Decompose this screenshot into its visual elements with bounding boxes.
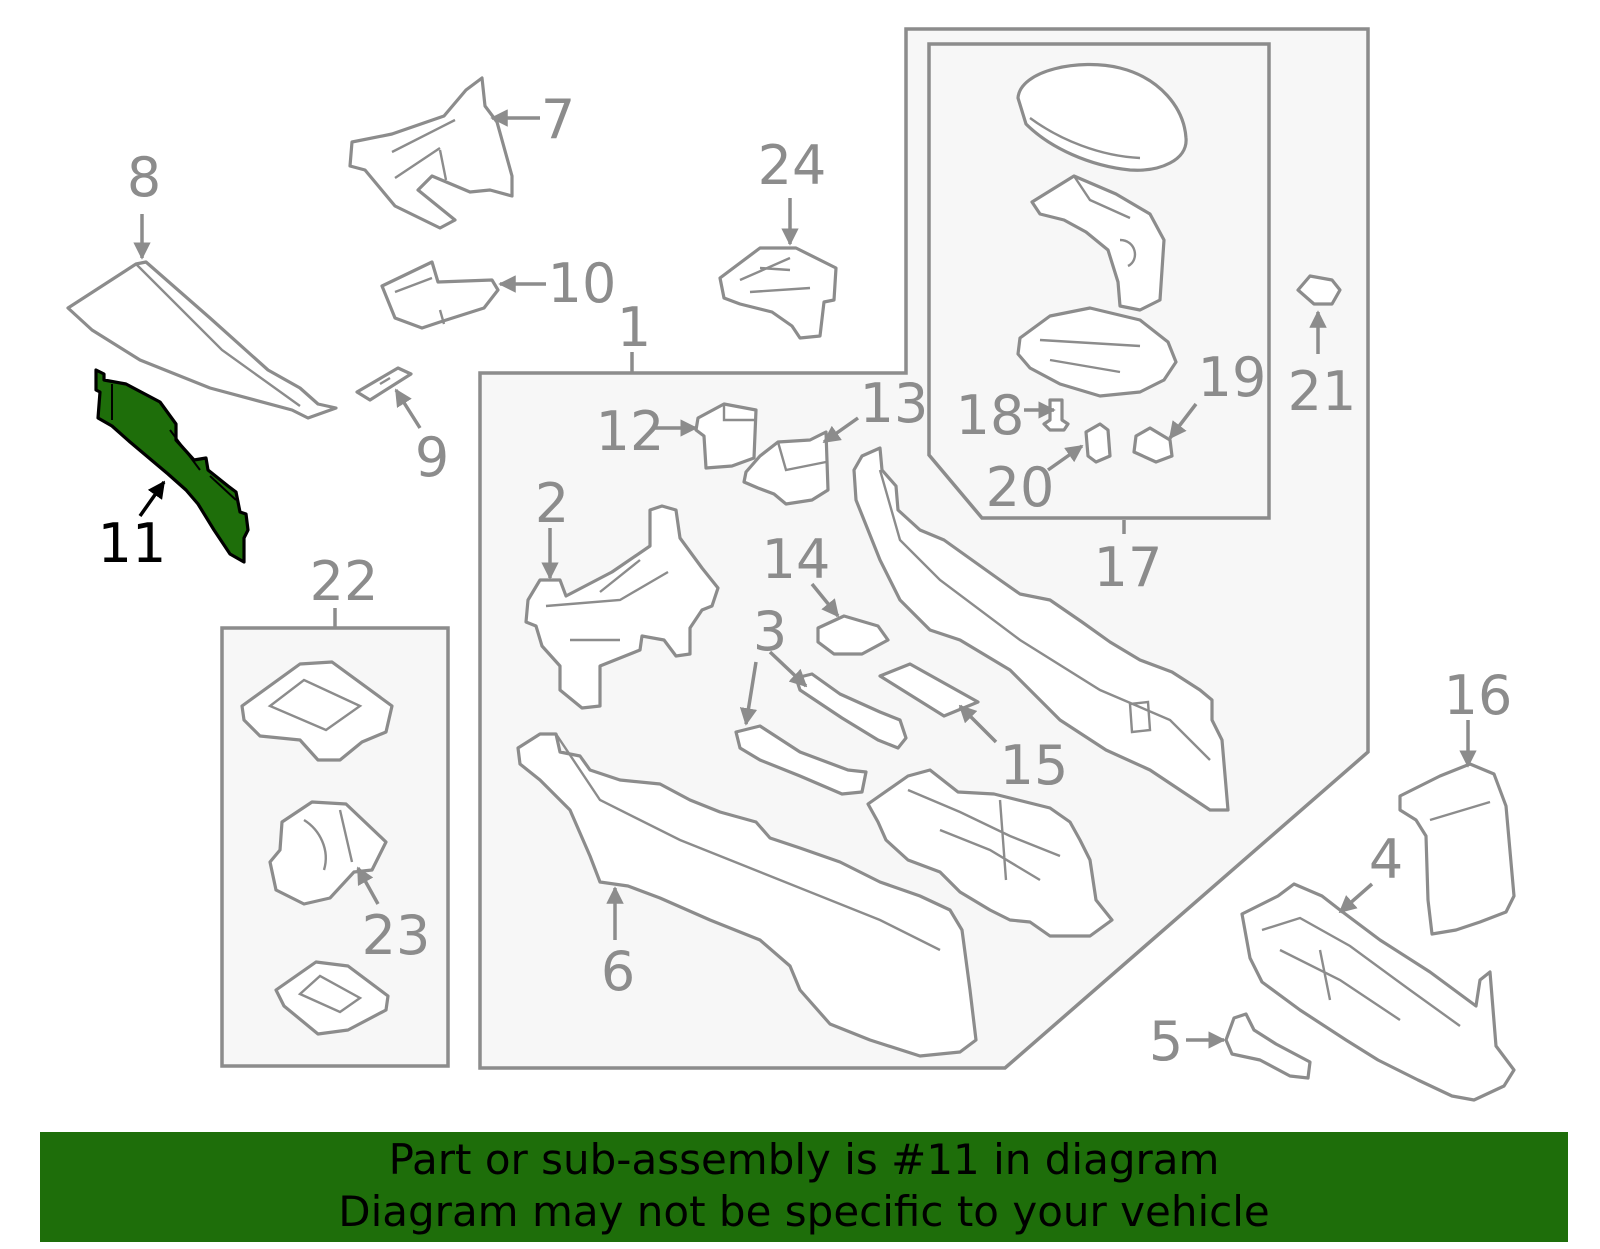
callout-24: 24 <box>758 134 827 197</box>
callout-21: 21 <box>1288 360 1357 423</box>
banner-line-2: Diagram may not be specific to your vehi… <box>338 1187 1270 1236</box>
callout-9: 9 <box>415 426 449 489</box>
leader-13 <box>822 416 860 444</box>
part-7-bracket[interactable] <box>348 76 514 230</box>
part-4-frame[interactable] <box>1240 882 1516 1102</box>
part-21-clip[interactable] <box>1296 274 1342 306</box>
part-5-bracket[interactable] <box>1224 1012 1312 1080</box>
info-banner: Part or sub-assembly is #11 in diagram D… <box>40 1132 1568 1242</box>
callout-8: 8 <box>127 146 161 209</box>
callout-17: 17 <box>1094 536 1163 599</box>
part-8-trim-panel[interactable] <box>66 260 338 420</box>
part-22-lower-bezel[interactable] <box>274 960 390 1036</box>
part-16-cover[interactable] <box>1398 762 1516 936</box>
callout-11: 11 <box>98 512 167 575</box>
callout-2: 2 <box>535 472 569 535</box>
callout-18: 18 <box>956 384 1025 447</box>
part-2-bracket[interactable] <box>524 504 720 710</box>
part-17-hinge-bracket[interactable] <box>1030 174 1166 312</box>
leader-3a <box>768 650 808 688</box>
part-1-console-panel[interactable] <box>852 446 1230 812</box>
callout-6: 6 <box>601 940 635 1003</box>
leader-11 <box>138 480 166 518</box>
part-17-tray[interactable] <box>1016 306 1178 398</box>
part-19-clip[interactable] <box>1132 426 1174 464</box>
callout-20: 20 <box>986 456 1055 519</box>
part-15-mat[interactable] <box>878 662 980 718</box>
part-3-brackets[interactable] <box>734 672 908 796</box>
banner-line-1: Part or sub-assembly is #11 in diagram <box>388 1135 1220 1184</box>
callout-3: 3 <box>753 600 787 663</box>
group-box-17 <box>927 42 1271 520</box>
leader-3b <box>739 661 758 726</box>
leader-19 <box>1168 402 1198 440</box>
callout-14: 14 <box>762 528 831 591</box>
leader-15 <box>958 704 998 744</box>
part-23-shift-boot[interactable] <box>268 800 388 906</box>
part-10-bracket[interactable] <box>380 260 500 330</box>
part-12-bracket[interactable] <box>694 402 758 470</box>
callout-22: 22 <box>310 550 379 613</box>
callout-19: 19 <box>1198 346 1267 409</box>
part-13-bracket[interactable] <box>742 430 830 506</box>
callout-1: 1 <box>617 296 651 359</box>
leader-4 <box>1338 882 1374 914</box>
part-22-bezel[interactable] <box>240 660 394 762</box>
callout-23: 23 <box>362 904 431 967</box>
callout-15: 15 <box>1000 734 1069 797</box>
callout-7: 7 <box>541 88 575 151</box>
part-11-highlighted[interactable] <box>94 368 250 564</box>
leader-20 <box>1046 444 1084 472</box>
callout-16: 16 <box>1444 664 1513 727</box>
callout-5: 5 <box>1149 1010 1183 1073</box>
callout-13: 13 <box>860 372 929 435</box>
part-24-holder[interactable] <box>718 246 838 340</box>
part-14-pad[interactable] <box>816 614 890 656</box>
parts-diagram: 1 2 3 4 5 6 7 8 9 10 11 12 13 14 15 16 1… <box>66 27 1516 1102</box>
callout-12: 12 <box>596 400 665 463</box>
callout-10: 10 <box>548 252 617 315</box>
callout-4: 4 <box>1369 828 1403 891</box>
part-6-lower-panel[interactable] <box>516 732 978 1058</box>
part-20-clip[interactable] <box>1084 422 1112 464</box>
leader-23 <box>356 866 380 905</box>
leader-9 <box>394 388 422 429</box>
leader-14 <box>810 582 840 618</box>
part-9-clip[interactable] <box>355 366 413 402</box>
part-5-bin-assembly[interactable] <box>866 768 1114 938</box>
part-17-armrest-lid[interactable] <box>1016 62 1188 172</box>
